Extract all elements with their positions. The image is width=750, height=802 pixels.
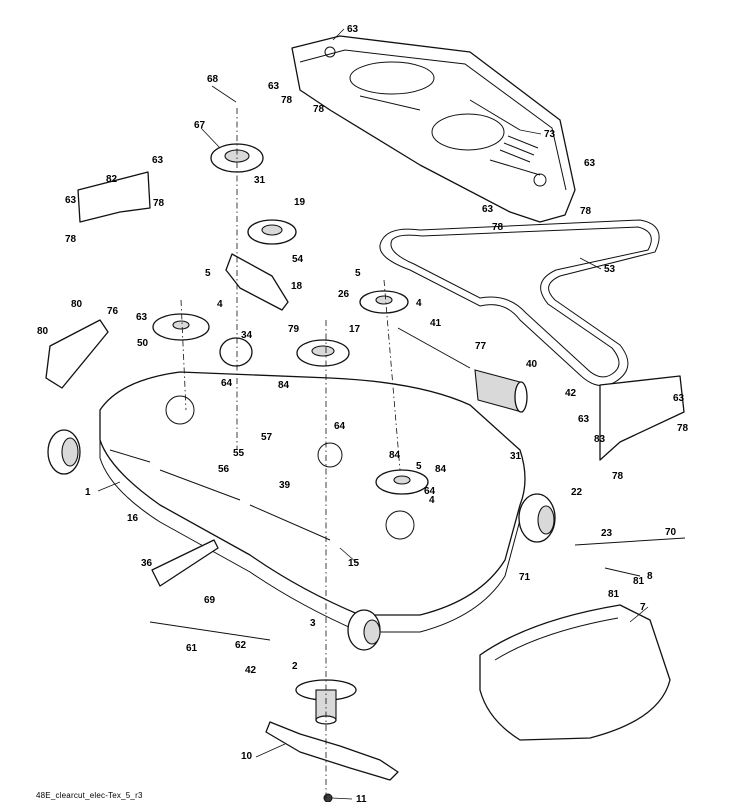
callout-label: 17 <box>349 324 361 335</box>
callout-label: 84 <box>435 464 447 475</box>
callout-label: 10 <box>241 751 253 762</box>
callout-label: 67 <box>194 120 206 131</box>
callout-label: 3 <box>310 618 316 629</box>
callout-label: 42 <box>565 388 577 399</box>
callout-label: 5 <box>416 461 422 472</box>
callout-label: 5 <box>355 268 361 279</box>
callout-label: 4 <box>217 299 223 310</box>
assembly-centerlines <box>180 108 401 800</box>
callout-label: 80 <box>71 299 83 310</box>
discharge-chute-illustration <box>479 604 671 741</box>
callout-label: 41 <box>430 318 442 329</box>
callout-label: 78 <box>65 234 77 245</box>
callout-label: 79 <box>288 324 300 335</box>
callout-label: 63 <box>673 393 685 404</box>
callout-label: 61 <box>186 643 198 654</box>
callout-label: 81 <box>608 589 620 600</box>
callout-label: 2 <box>292 661 298 672</box>
callout-label: 63 <box>268 81 280 92</box>
callout-label: 64 <box>334 421 346 432</box>
callout-label: 64 <box>424 486 436 497</box>
callout-label: 18 <box>291 281 303 292</box>
callout-label: 4 <box>429 495 435 506</box>
callout-label: 11 <box>356 794 367 802</box>
misc-parts-illustration <box>45 171 686 641</box>
callout-label: 83 <box>594 434 606 445</box>
callout-label: 84 <box>278 380 290 391</box>
callout-label: 63 <box>65 195 77 206</box>
callout-label: 42 <box>245 665 257 676</box>
callout-label: 22 <box>571 487 583 498</box>
callout-label: 68 <box>207 74 219 85</box>
callout-label: 64 <box>221 378 233 389</box>
callout-label: 62 <box>235 640 247 651</box>
callout-label: 16 <box>127 513 139 524</box>
callout-label: 57 <box>261 432 273 443</box>
callout-label: 84 <box>389 450 401 461</box>
callout-label: 82 <box>106 174 118 185</box>
callout-label: 15 <box>348 558 360 569</box>
callout-label: 69 <box>204 595 216 606</box>
callout-label: 63 <box>347 24 359 35</box>
callout-label: 76 <box>107 306 119 317</box>
spindle-and-blade-illustration <box>265 679 399 802</box>
callout-label: 50 <box>137 338 149 349</box>
callout-label: 5 <box>205 268 211 279</box>
callout-label: 1 <box>85 487 91 498</box>
callout-label: 78 <box>580 206 592 217</box>
callout-label: 54 <box>292 254 304 265</box>
callout-label: 26 <box>338 289 350 300</box>
callout-label: 23 <box>601 528 613 539</box>
callout-label: 31 <box>510 451 522 462</box>
callout-label: 36 <box>141 558 153 569</box>
callout-label: 7 <box>640 602 646 613</box>
anti-scalp-wheels-illustration <box>47 337 556 651</box>
callout-label: 63 <box>482 204 494 215</box>
callout-label: 78 <box>153 198 165 209</box>
mower-deck-illustration <box>99 371 526 633</box>
callout-label: 31 <box>254 175 266 186</box>
callout-label: 4 <box>416 298 422 309</box>
callout-label: 39 <box>279 480 291 491</box>
belt-illustration <box>379 219 660 387</box>
callout-label: 8 <box>647 571 653 582</box>
callout-label: 78 <box>313 104 325 115</box>
callout-label: 77 <box>475 341 487 352</box>
callout-label: 81 <box>633 576 645 587</box>
callout-label: 78 <box>281 95 293 106</box>
callout-label: 55 <box>233 448 245 459</box>
callout-leader-lines <box>97 28 649 800</box>
callout-label: 63 <box>578 414 590 425</box>
callout-label: 63 <box>152 155 164 166</box>
callout-label: 71 <box>519 572 531 583</box>
callout-label: 63 <box>136 312 148 323</box>
callout-label: 80 <box>37 326 49 337</box>
belt-cover-illustration <box>291 35 576 223</box>
callout-label: 34 <box>241 330 253 341</box>
callout-label: 19 <box>294 197 306 208</box>
callout-label: 78 <box>492 222 504 233</box>
callout-label: 63 <box>584 158 596 169</box>
callout-label: 78 <box>677 423 689 434</box>
callout-label: 73 <box>544 129 556 140</box>
callouts: 63 68 63 78 78 73 67 63 82 63 78 78 31 1… <box>37 24 689 802</box>
callout-label: 53 <box>604 264 616 275</box>
callout-label: 56 <box>218 464 230 475</box>
callout-label: 78 <box>612 471 624 482</box>
drawing-code: 48E_clearcut_elec-Tex_5_r3 <box>36 791 143 800</box>
callout-label: 40 <box>526 359 538 370</box>
callout-label: 70 <box>665 527 677 538</box>
